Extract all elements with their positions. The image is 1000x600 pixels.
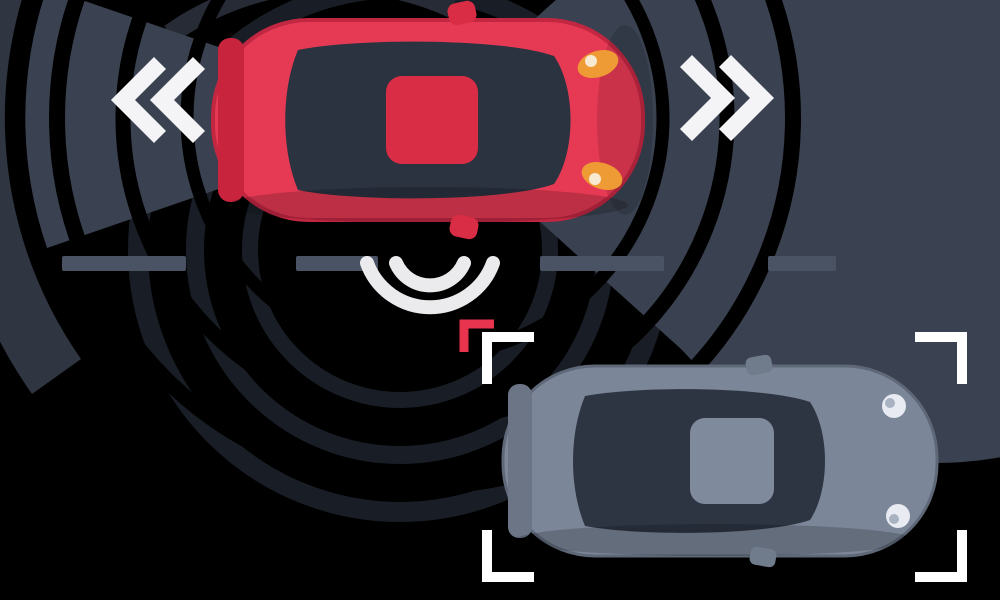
headlight-highlight — [585, 55, 597, 67]
sonar-wave-inner — [389, 256, 471, 293]
gray-car-mirror-bottom — [749, 546, 777, 568]
red-car — [211, 0, 653, 240]
lane-dash — [62, 256, 186, 271]
chevron-right-icon — [718, 54, 775, 142]
gray-car-rear-accent — [508, 384, 532, 538]
target-bracket-bottom-right — [915, 530, 967, 582]
fan-gap-arc-outer — [49, 0, 801, 494]
gray-car-bottom-shade — [515, 524, 915, 556]
gray-car-mirror-top — [745, 354, 773, 376]
chevron-left-icon — [110, 56, 167, 144]
lane-dash — [296, 256, 378, 271]
chevron-left-icon — [149, 56, 206, 144]
sonar-wave-outer — [360, 256, 500, 315]
sonar-waves-icon — [360, 256, 500, 315]
red-car-mirror-bottom — [449, 214, 479, 240]
red-car-rear-accent — [218, 38, 244, 202]
red-car-bottom-shade — [228, 187, 628, 223]
gray-car-headlights — [882, 394, 910, 528]
headlight-highlight — [885, 398, 895, 408]
direction-chevrons — [110, 54, 775, 144]
red-car-roof — [386, 76, 478, 164]
red-car-mirror-top — [447, 0, 477, 26]
gray-car-roof — [690, 418, 774, 504]
headlight-highlight — [889, 514, 899, 524]
target-bracket-top-right — [915, 332, 967, 384]
lane-dashes — [62, 256, 836, 271]
chevron-right-icon — [679, 54, 736, 142]
red-car-headlights — [577, 50, 623, 190]
target-bracket-bottom-left — [482, 530, 534, 582]
target-bracket-top-left — [482, 332, 534, 384]
fan-gap-arc-middle — [115, 0, 735, 428]
gray-car — [501, 354, 939, 568]
lane-dash — [540, 256, 664, 271]
sensor-band-left — [0, 0, 81, 394]
headlight-highlight — [589, 173, 601, 185]
corner-mark-red-icon — [459, 319, 494, 352]
lane-dash — [768, 256, 836, 271]
target-bracket-icon — [482, 332, 967, 582]
